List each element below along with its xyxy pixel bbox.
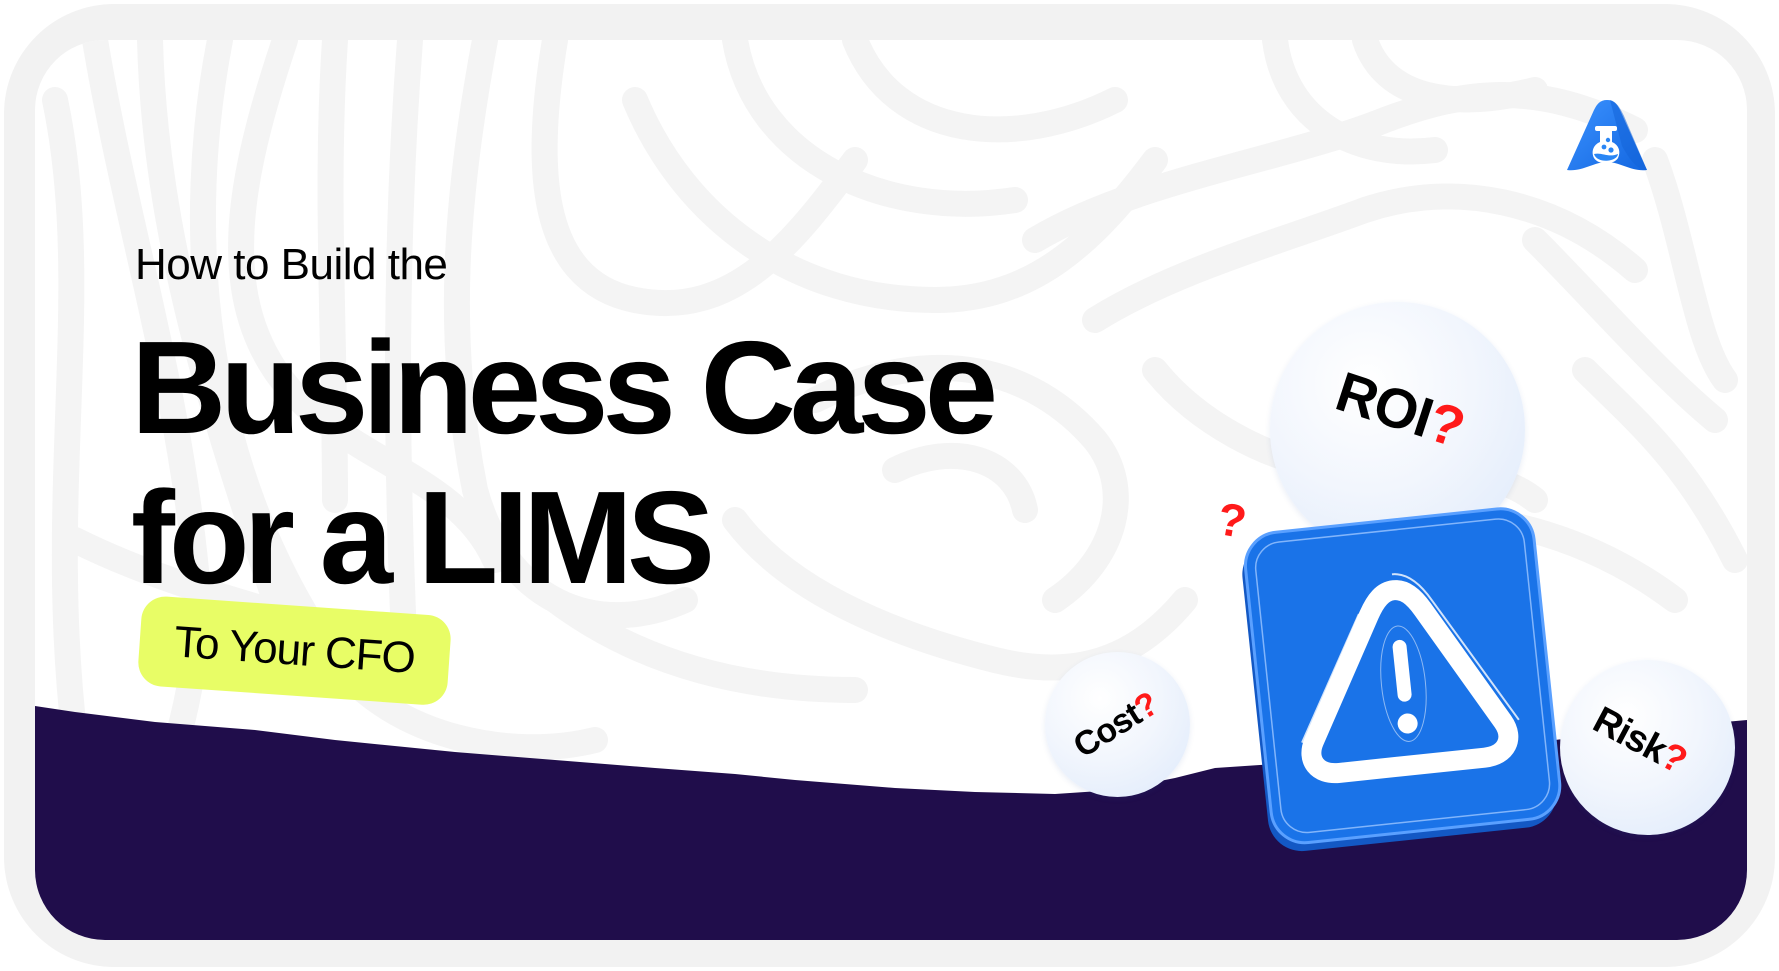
risk-bubble: Risk?	[1560, 660, 1735, 835]
swirl-pattern	[42, 40, 1747, 913]
flask-a-logo-icon	[1567, 100, 1647, 171]
cost-bubble: Cost?	[1045, 652, 1190, 797]
banner-card: How to Build the Business Case for a LIM…	[35, 40, 1747, 940]
warning-triangle-icon	[1242, 507, 1562, 852]
roi-label: ROI	[1328, 359, 1440, 449]
pill-label: To Your CFO	[172, 617, 417, 684]
headline-line-1: Business Case	[131, 314, 998, 461]
subtitle: How to Build the	[135, 240, 448, 289]
headline-line-2: for a LIMS	[131, 464, 715, 611]
